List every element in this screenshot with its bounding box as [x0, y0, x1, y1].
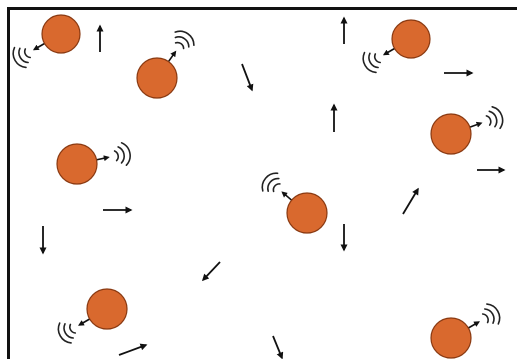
- particle-body: [137, 58, 177, 98]
- molecule-velocity-arrow-13: [273, 336, 282, 358]
- emission-arrow: [283, 192, 293, 200]
- emitting-particle-5: [57, 144, 108, 184]
- radiation-wave-arc: [118, 147, 124, 163]
- emission-arrow: [384, 48, 395, 55]
- emission-arrow: [96, 157, 109, 160]
- radiation-wave-arc: [115, 151, 119, 161]
- emitting-particle-8: [431, 318, 479, 358]
- molecule-velocity-arrow-12: [119, 345, 146, 355]
- emission-arrow: [468, 322, 479, 329]
- emission-arrow: [34, 43, 45, 50]
- radiation-waves: [13, 31, 502, 343]
- particle-body: [42, 15, 80, 53]
- emitting-particle-2: [137, 52, 177, 98]
- radiation-wave-arc: [486, 116, 490, 125]
- emitting-particle-7: [79, 289, 127, 329]
- radiation-wave-arc: [70, 325, 75, 334]
- molecule-velocity-arrow-10: [403, 189, 418, 214]
- radiation-wave-arc: [483, 314, 488, 323]
- particle-body: [392, 20, 430, 58]
- emitting-particle-4: [431, 114, 481, 154]
- particle-body: [287, 193, 327, 233]
- particles: [34, 15, 481, 358]
- particle-body: [431, 114, 471, 154]
- radiation-wave-arc: [375, 54, 380, 63]
- particle-body: [87, 289, 127, 329]
- emitting-particle-1: [34, 15, 80, 53]
- molecule-velocity-arrow-11: [203, 262, 220, 280]
- particle-body: [57, 144, 97, 184]
- particle-body: [431, 318, 471, 358]
- emitting-particle-6: [283, 192, 328, 233]
- emitting-particle-3: [384, 20, 430, 58]
- emission-arrow: [168, 52, 176, 63]
- emission-arrow: [79, 319, 90, 326]
- radiation-wave-arc: [176, 43, 184, 49]
- radiation-wave-arc: [492, 107, 502, 129]
- radiation-wave-arc: [25, 49, 30, 58]
- molecule-velocity-arrow-4: [242, 64, 252, 90]
- emission-arrow: [469, 123, 481, 127]
- radiation-wave-arc: [273, 184, 279, 192]
